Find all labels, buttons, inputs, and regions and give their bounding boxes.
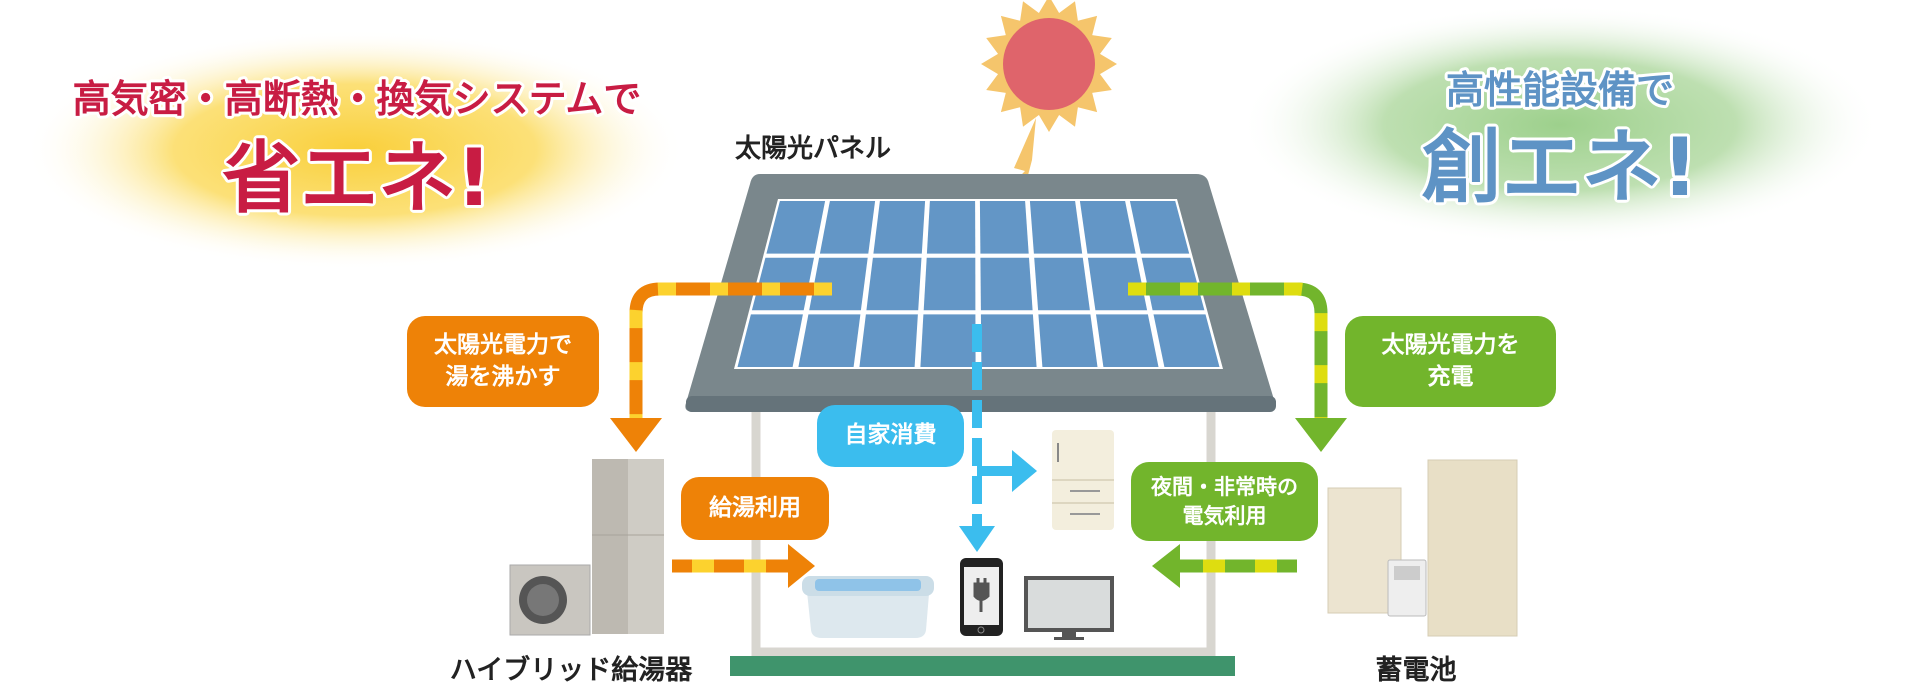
right-heading-line1: 高性能設備で bbox=[1446, 68, 1674, 112]
bubble-night-use-line2: 電気利用 bbox=[1182, 503, 1267, 528]
green-glow bbox=[1240, 5, 1880, 245]
solar-cell bbox=[1096, 314, 1159, 367]
bubble-night-use: 夜間・非常時の 電気利用 bbox=[1131, 462, 1318, 541]
solar-cell bbox=[923, 257, 976, 311]
blue-flow-arrow-self-consumption bbox=[959, 324, 1037, 552]
solar-cell bbox=[980, 257, 1033, 311]
solar-panel-label: 太陽光パネル bbox=[734, 134, 892, 164]
solar-cell bbox=[1034, 257, 1090, 311]
left-heading-line2: 省エネ! bbox=[222, 134, 492, 224]
green-flow-arrow-night-use bbox=[1152, 544, 1297, 588]
solar-cell bbox=[766, 201, 826, 254]
bubble-night-use-line1: 夜間・非常時の bbox=[1151, 475, 1298, 500]
solar-cell bbox=[819, 201, 876, 254]
bubble-boil-water-line2: 湯を沸かす bbox=[445, 363, 561, 390]
battery-label: 蓄電池 bbox=[1375, 655, 1457, 686]
solar-cell bbox=[1087, 257, 1148, 311]
solar-cell bbox=[866, 257, 922, 311]
right-heading-line2: 創エネ! bbox=[1422, 121, 1698, 214]
bathtub-icon bbox=[802, 576, 934, 638]
solar-cell bbox=[859, 314, 918, 367]
bubble-self-consumption: 自家消費 bbox=[817, 405, 964, 467]
solar-cell bbox=[873, 201, 926, 254]
bubble-charge-line1: 太陽光電力を bbox=[1381, 332, 1520, 359]
solar-cell bbox=[980, 314, 1037, 367]
orange-flow-arrow-boil bbox=[610, 282, 832, 452]
television-icon bbox=[1024, 576, 1114, 640]
solar-cell bbox=[809, 257, 868, 311]
bubble-hot-water-use-text: 給湯利用 bbox=[709, 494, 801, 521]
solar-cell bbox=[798, 314, 861, 367]
solar-panel bbox=[734, 199, 1223, 369]
storage-battery-image bbox=[1327, 459, 1518, 637]
solar-cell bbox=[920, 314, 976, 367]
left-heading-line1: 高気密・高断熱・換気システムで bbox=[73, 77, 642, 121]
solar-cell bbox=[926, 201, 976, 254]
sun-icon bbox=[981, 0, 1117, 132]
green-flow-arrow-charge bbox=[1128, 282, 1347, 452]
solar-cell bbox=[1129, 201, 1190, 254]
yellow-glow bbox=[25, 30, 685, 270]
bubble-charge-line2: 充電 bbox=[1427, 363, 1474, 390]
ground bbox=[730, 656, 1235, 676]
water-heater-label: ハイブリッド給湯器 bbox=[449, 655, 693, 686]
solar-cell bbox=[1153, 314, 1220, 367]
bubble-boil-water: 太陽光電力で 湯を沸かす bbox=[407, 316, 599, 407]
smartphone-icon bbox=[960, 558, 1003, 636]
refrigerator-icon bbox=[1052, 430, 1114, 530]
bubble-hot-water-use: 給湯利用 bbox=[681, 477, 829, 540]
orange-flow-arrow-hot-water bbox=[672, 544, 815, 588]
solar-cell bbox=[1038, 314, 1098, 367]
bubble-charge: 太陽光電力を 充電 bbox=[1345, 316, 1556, 407]
hybrid-water-heater-image bbox=[509, 459, 664, 636]
right-heading: 高性能設備で 創エネ! bbox=[1419, 65, 1701, 217]
solar-cell bbox=[737, 314, 803, 367]
solar-cell bbox=[979, 201, 1029, 254]
solar-cell bbox=[1079, 201, 1136, 254]
bubble-boil-water-line1: 太陽光電力で bbox=[434, 332, 572, 359]
left-heading: 高気密・高断熱・換気システムで 省エネ! bbox=[70, 74, 645, 227]
solar-cell bbox=[1029, 201, 1083, 254]
bubble-self-consumption-text: 自家消費 bbox=[844, 422, 937, 449]
